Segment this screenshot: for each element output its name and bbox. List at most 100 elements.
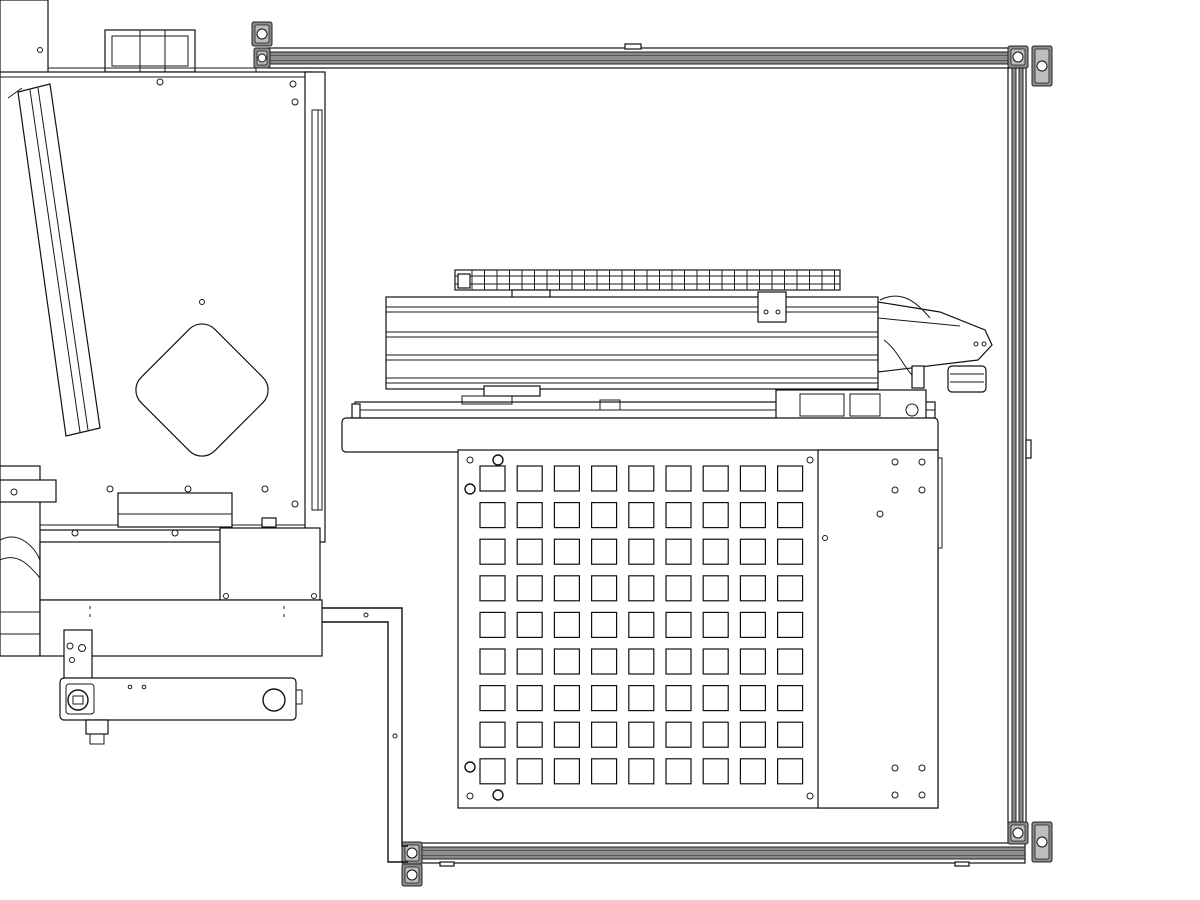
grid-cell [553,758,581,785]
grid-cell [590,465,618,492]
corner-bracket [401,863,423,887]
linear-actuator [341,291,993,453]
bolt-icon [1012,827,1024,839]
grid-cell [665,648,692,675]
bolt-icon [256,28,268,40]
grid-cell [516,502,543,529]
top-housing [0,0,49,77]
tray-platform [457,449,943,809]
corner-bracket [1031,45,1053,87]
corner-bracket [1031,821,1053,863]
grid-cell [776,611,804,639]
grid-cell [553,721,581,748]
grid-cell [553,502,581,529]
grid-cell [628,502,655,529]
corner-bracket [1007,821,1029,845]
grid-cell [479,465,506,492]
grid-cell [516,684,543,712]
bolt-icon [257,53,267,63]
bracket-arm [322,607,408,863]
control-panel [59,677,303,745]
bolt-icon [406,847,418,859]
corner-bracket [1007,45,1029,69]
grid-cell [590,611,618,639]
grid-cell [739,648,767,675]
motor-housing [104,29,196,73]
grid-cell [553,538,581,565]
grid-cell [702,684,729,712]
grid-cell [553,684,581,712]
processing-unit [0,0,326,681]
grid-cell [739,575,767,602]
grid-cell [516,465,543,492]
slanted-rail [17,83,101,437]
grid-cell [665,538,692,565]
grid-cell [479,684,506,712]
grid-cell [479,648,506,675]
grid-cell [739,684,767,712]
grid-cell [516,611,543,639]
grid-cell [665,611,692,639]
grid-cell [479,538,506,565]
grid-cell [776,538,804,565]
grid-cell [776,721,804,748]
bolt-icon [1036,60,1048,72]
grid-cell [479,721,506,748]
grid-cell [590,538,618,565]
grid-cell [590,502,618,529]
grid-cell [665,721,692,748]
grid-cell [665,758,692,785]
grid-cell [628,611,655,639]
corner-brackets [251,21,1053,887]
grid-cell [479,502,506,529]
grid-cell [739,758,767,785]
grid-cell [590,721,618,748]
grid-cell [590,648,618,675]
grid-cell [628,648,655,675]
grid-cell [628,538,655,565]
grid-cell [516,721,543,748]
grid-cell [628,575,655,602]
grid-cell [702,648,729,675]
grid-cell [702,538,729,565]
emergency-stop-icon [67,689,89,711]
cable-chain [454,269,841,301]
grid-cell [665,502,692,529]
grid-cell [516,648,543,675]
grid-cell [739,465,767,492]
grid-cell [665,684,692,712]
corner-bracket [401,841,423,865]
grid-tray [479,465,804,785]
grid-cell [553,648,581,675]
bolt-icon [1012,51,1024,63]
grid-cell [665,465,692,492]
grid-cell [776,648,804,675]
diamond-port [135,323,269,457]
grid-cell [702,502,729,529]
grid-cell [553,465,581,492]
grid-cell [702,465,729,492]
grid-cell [702,721,729,748]
grid-cell [702,611,729,639]
grid-cell [479,758,506,785]
grid-cell [628,758,655,785]
grid-cell [516,758,543,785]
bolt-icon [1036,836,1048,848]
grid-cell [590,684,618,712]
grid-cell [739,721,767,748]
grid-cell [776,575,804,602]
grid-cell [739,538,767,565]
grid-cell [702,575,729,602]
grid-cell [628,721,655,748]
grid-cell [479,575,506,602]
grid-cell [479,611,506,639]
grid-cell [739,502,767,529]
grid-cell [590,575,618,602]
corner-bracket [253,47,271,69]
grid-cell [628,684,655,712]
grid-cell [776,502,804,529]
corner-bracket [251,21,273,47]
grid-cell [702,758,729,785]
grid-cell [776,684,804,712]
